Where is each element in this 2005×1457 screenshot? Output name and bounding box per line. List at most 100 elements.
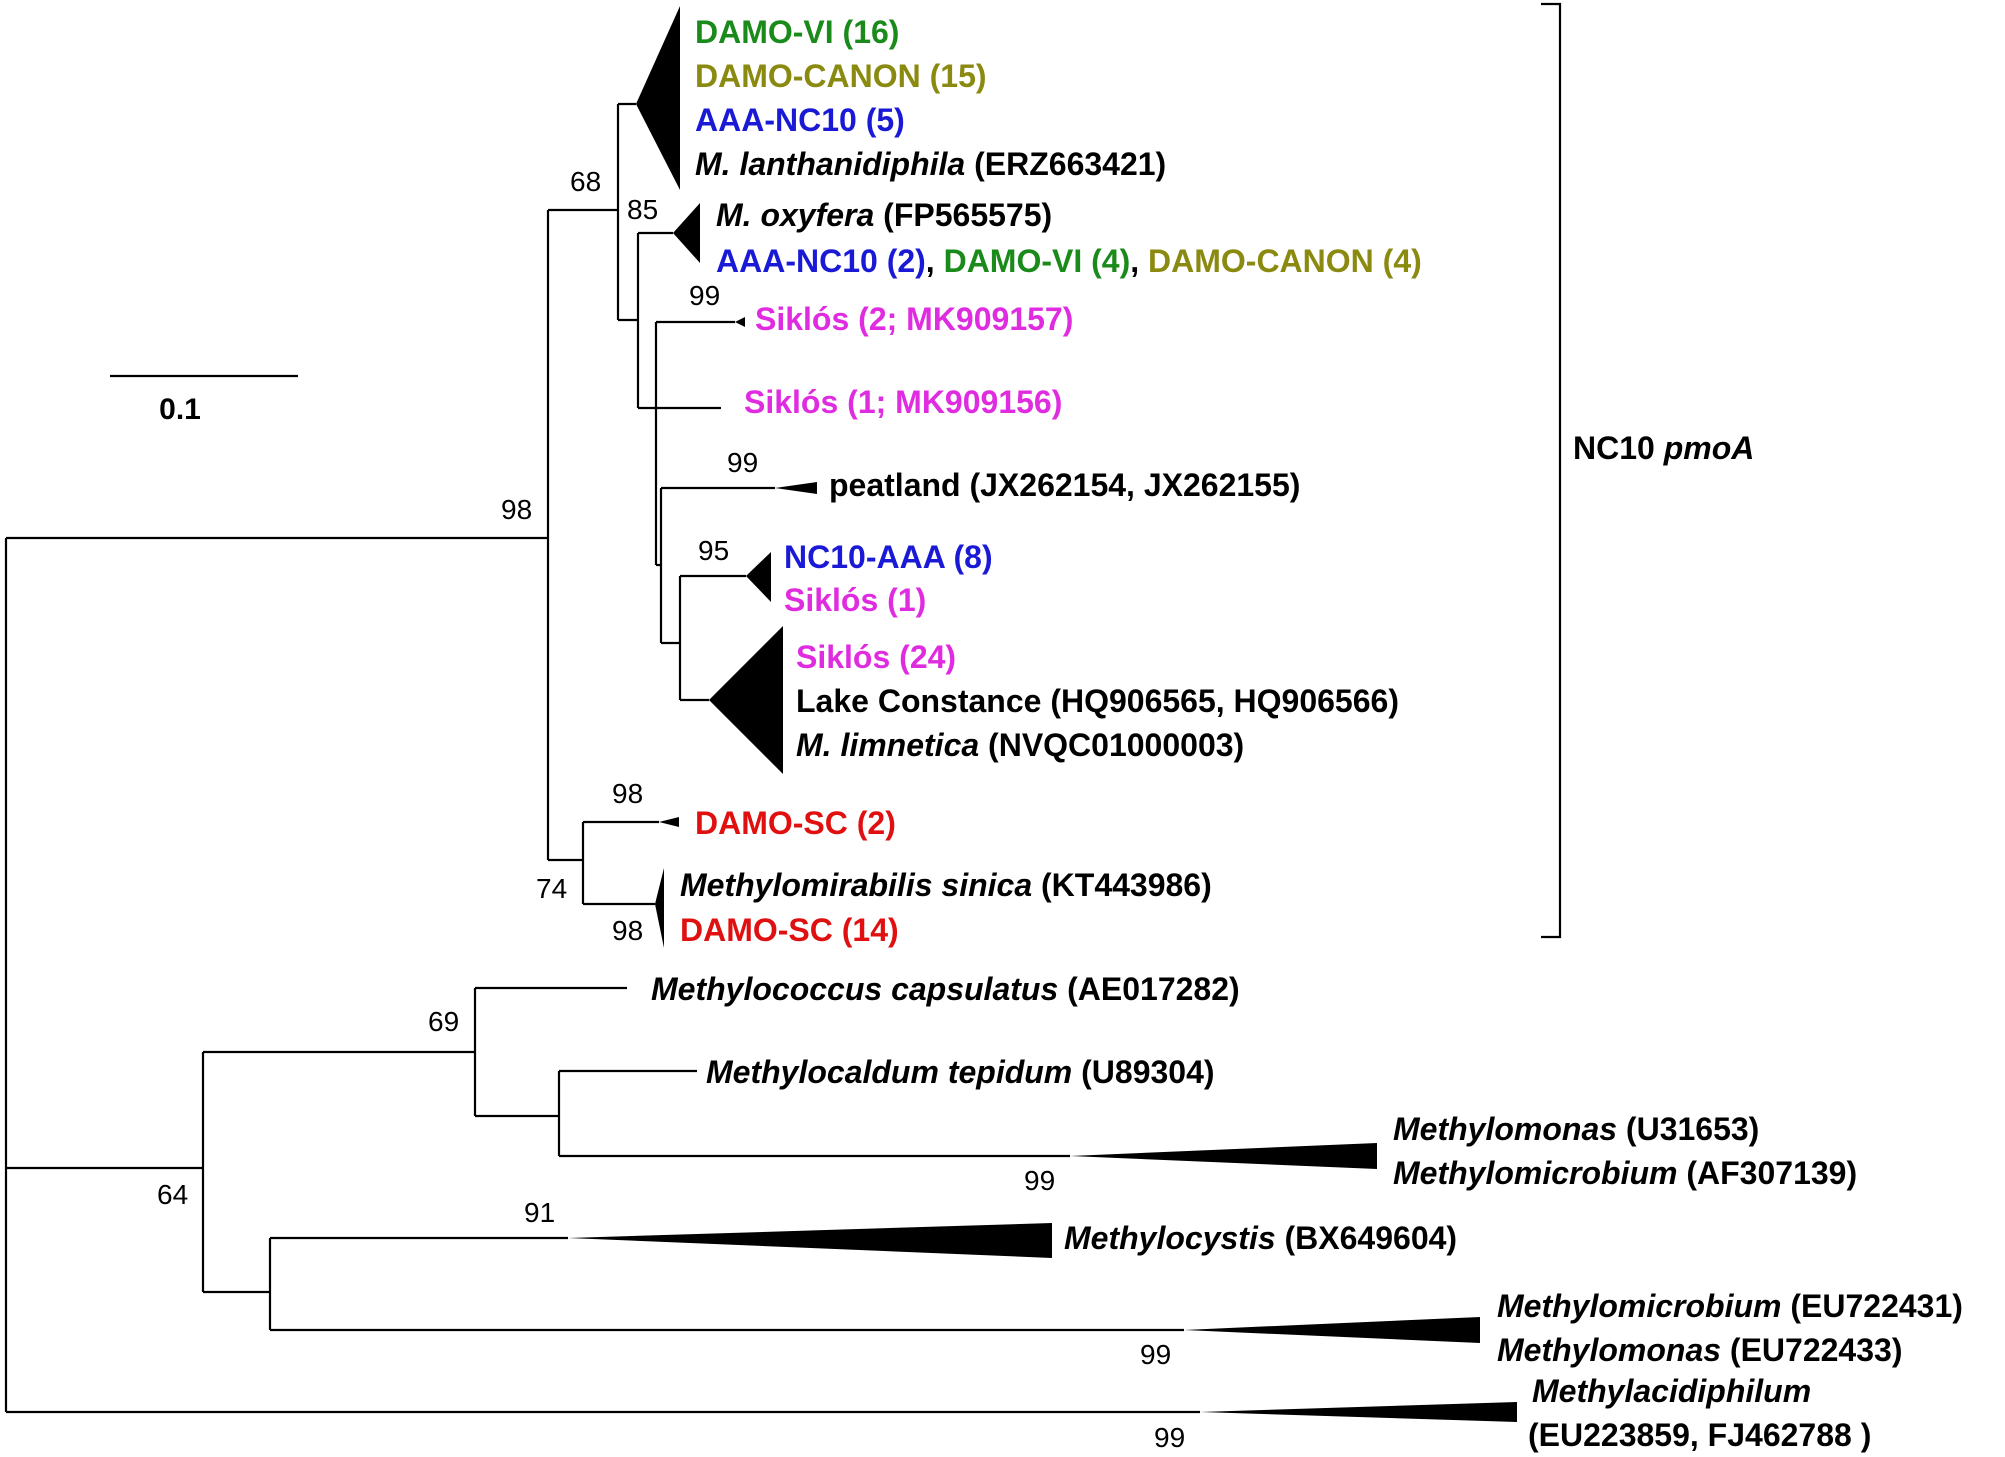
taxon-label-aaa-nc10-2: AAA-NC10 (2), DAMO-VI (4), DAMO-CANON (4… (716, 243, 1422, 279)
bootstrap-value: 98 (612, 915, 643, 946)
taxon-label-part: (U31653) (1617, 1111, 1759, 1147)
collapsed-clade-siklos-24 (709, 626, 783, 774)
taxon-label-part: (EU722433) (1721, 1332, 1902, 1368)
collapsed-clade-methylocystis (568, 1223, 1052, 1258)
taxon-label-part: Siklós (1) (784, 582, 926, 618)
taxon-label-siklos-1-mk: Siklós (1; MK909156) (744, 384, 1062, 420)
taxon-label-part: Siklós (1; MK909156) (744, 384, 1062, 420)
taxon-label-part: , (926, 243, 944, 279)
taxon-label-methylococcus-capsulatus: Methylococcus capsulatus (AE017282) (651, 971, 1240, 1007)
bootstrap-value: 98 (501, 494, 532, 525)
taxon-label-m-lanthanidiphila: M. lanthanidiphila (ERZ663421) (695, 146, 1166, 182)
taxon-label-methylomirabilis-sinica: Methylomirabilis sinica (KT443986) (680, 867, 1212, 903)
taxon-label-part: M. limnetica (796, 727, 979, 763)
bootstrap-value: 95 (698, 535, 729, 566)
taxon-label-part: Methylomonas (1393, 1111, 1617, 1147)
nc10-pmoa-label: NC10 pmoA (1573, 430, 1754, 466)
taxon-label-siklos-1: Siklós (1) (784, 582, 926, 618)
taxon-label-part: M. oxyfera (716, 197, 874, 233)
bootstrap-value: 68 (570, 166, 601, 197)
bootstrap-value: 99 (1024, 1165, 1055, 1196)
taxon-label-part: DAMO-VI (16) (695, 14, 899, 50)
taxon-label-part: DAMO-SC (14) (680, 912, 899, 948)
collapsed-clade-damo-sc-14 (655, 868, 664, 948)
collapsed-clade-damo-vi (636, 6, 680, 190)
bootstrap-value: 64 (157, 1179, 188, 1210)
collapsed-clade-damo-sc-2 (659, 817, 679, 827)
taxon-label-part: AAA-NC10 (5) (695, 102, 905, 138)
taxon-label-methylocaldum-tepidum: Methylocaldum tepidum (U89304) (706, 1054, 1215, 1090)
taxon-label-part: (EU223859, FJ462788 ) (1528, 1417, 1871, 1453)
taxon-label-methylomicrobium-af307139: Methylomicrobium (AF307139) (1393, 1155, 1857, 1191)
taxon-label-methylacidiphilum: Methylacidiphilum (1532, 1373, 1811, 1409)
taxon-label-part: Methylomicrobium (1393, 1155, 1677, 1191)
taxon-label-lake-constance: Lake Constance (HQ906565, HQ906566) (796, 683, 1399, 719)
collapsed-clade-m-oxyfera (673, 203, 700, 263)
collapsed-clade-methylacidiphilum (1200, 1402, 1517, 1422)
bootstrap-value: 99 (1140, 1339, 1171, 1370)
scale-bar: 0.1 (110, 374, 298, 426)
nc10-bracket: NC10 pmoA (1541, 2, 1754, 939)
taxon-label-part: Siklós (2; MK909157) (755, 301, 1073, 337)
taxon-label-methylacidiphilum-acc: (EU223859, FJ462788 ) (1528, 1417, 1871, 1453)
taxon-label-part: Methylomirabilis sinica (680, 867, 1032, 903)
scale-bar-label: 0.1 (159, 393, 201, 426)
taxon-label-part: (EU722431) (1781, 1288, 1962, 1324)
taxon-label-part: (ERZ663421) (965, 146, 1166, 182)
taxon-label-m-oxyfera: M. oxyfera (FP565575) (716, 197, 1052, 233)
taxon-label-part: (NVQC01000003) (979, 727, 1244, 763)
taxon-label-part: (BX649604) (1276, 1220, 1457, 1256)
taxon-label-methylomonas-eu722433: Methylomonas (EU722433) (1497, 1332, 1902, 1368)
taxon-label-part: Methylocystis (1064, 1220, 1276, 1256)
taxon-label-methylomonas-u31653: Methylomonas (U31653) (1393, 1111, 1759, 1147)
bootstrap-values: 68 85 99 98 99 95 98 74 98 69 64 99 91 9… (157, 166, 1185, 1453)
taxon-label-siklos-24: Siklós (24) (796, 639, 956, 675)
collapsed-clade-nc10-aaa (746, 552, 771, 602)
taxon-label-nc10-aaa-8: NC10-AAA (8) (784, 539, 993, 575)
taxon-label-part: (AE017282) (1058, 971, 1239, 1007)
taxon-label-aaa-nc10-5: AAA-NC10 (5) (695, 102, 905, 138)
taxon-label-m-limnetica: M. limnetica (NVQC01000003) (796, 727, 1244, 763)
bootstrap-value: 74 (536, 873, 567, 904)
taxon-label-part: (FP565575) (874, 197, 1052, 233)
collapsed-clade-siklos-2 (735, 317, 745, 327)
taxon-label-part: Methylacidiphilum (1532, 1373, 1811, 1409)
taxon-label-part: DAMO-CANON (15) (695, 58, 987, 94)
taxon-label-part: Methylomicrobium (1497, 1288, 1781, 1324)
collapsed-clades (568, 6, 1517, 1422)
collapsed-clade-peatland (775, 482, 817, 494)
taxon-label-peatland: peatland (JX262154, JX262155) (829, 467, 1300, 503)
taxon-label-part: AAA-NC10 (2) (716, 243, 926, 279)
bootstrap-value: 99 (689, 280, 720, 311)
taxon-label-part: DAMO-SC (2) (695, 805, 896, 841)
taxon-label-part: NC10-AAA (8) (784, 539, 993, 575)
bootstrap-value: 85 (627, 194, 658, 225)
taxon-label-part: peatland (JX262154, JX262155) (829, 467, 1300, 503)
taxon-label-damo-sc-14: DAMO-SC (14) (680, 912, 899, 948)
taxon-label-part: (AF307139) (1677, 1155, 1857, 1191)
taxon-label-part: Methylocaldum tepidum (706, 1054, 1072, 1090)
collapsed-clade-methylomicrobium (1184, 1317, 1480, 1343)
tree-branches (4, 102, 1200, 1414)
taxon-label-part: M. lanthanidiphila (695, 146, 965, 182)
taxon-labels: DAMO-VI (16) DAMO-CANON (15) AAA-NC10 (5… (651, 14, 1963, 1453)
taxon-label-part: Methylococcus capsulatus (651, 971, 1058, 1007)
taxon-label-damo-vi-16: DAMO-VI (16) (695, 14, 899, 50)
taxon-label-part: (KT443986) (1032, 867, 1212, 903)
taxon-label-methylomicrobium-eu722431: Methylomicrobium (EU722431) (1497, 1288, 1963, 1324)
taxon-label-methylocystis: Methylocystis (BX649604) (1064, 1220, 1457, 1256)
taxon-label-siklos-2: Siklós (2; MK909157) (755, 301, 1073, 337)
bootstrap-value: 91 (524, 1197, 555, 1228)
taxon-label-part: Siklós (24) (796, 639, 956, 675)
taxon-label-damo-sc-2: DAMO-SC (2) (695, 805, 896, 841)
taxon-label-part: DAMO-VI (4) (944, 243, 1131, 279)
taxon-label-part: (U89304) (1072, 1054, 1214, 1090)
bootstrap-value: 99 (1154, 1422, 1185, 1453)
taxon-label-part: Lake Constance (HQ906565, HQ906566) (796, 683, 1399, 719)
collapsed-clade-methylomonas (1070, 1143, 1377, 1169)
taxon-label-part: DAMO-CANON (4) (1148, 243, 1422, 279)
bootstrap-value: 98 (612, 778, 643, 809)
taxon-label-part: Methylomonas (1497, 1332, 1721, 1368)
taxon-label-part: , (1130, 243, 1148, 279)
